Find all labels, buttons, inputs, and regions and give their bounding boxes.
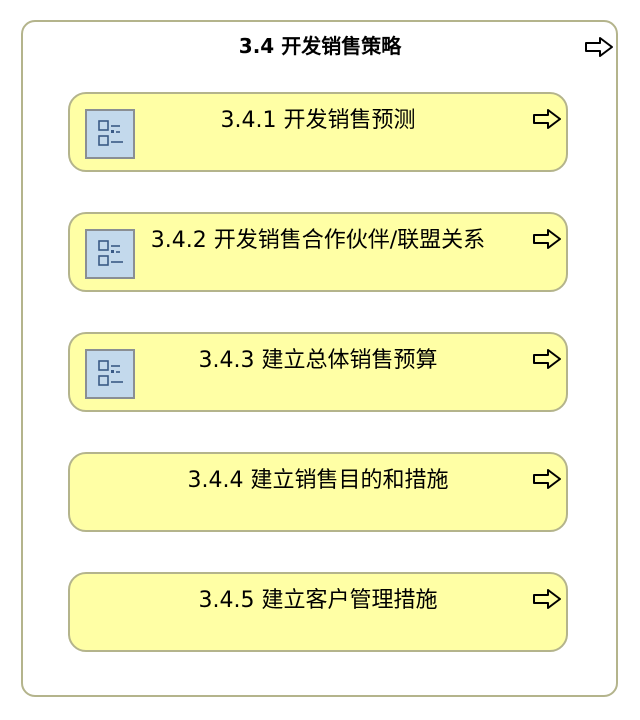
- process-step-card[interactable]: 3.4.4 建立销售目的和措施: [68, 452, 568, 532]
- process-step-card[interactable]: 3.4.2 开发销售合作伙伴/联盟关系: [68, 212, 568, 292]
- process-step-card[interactable]: 3.4.3 建立总体销售预算: [68, 332, 568, 412]
- arrow-right-outline-icon[interactable]: [584, 36, 614, 58]
- process-step-label: 3.4.5 建立客户管理措施: [198, 588, 438, 613]
- checklist-icon: [85, 349, 135, 399]
- arrow-right-outline-icon[interactable]: [532, 108, 562, 130]
- checklist-icon: [85, 229, 135, 279]
- process-step-label: 3.4.1 开发销售预测: [220, 108, 416, 133]
- process-step-label: 3.4.4 建立销售目的和措施: [187, 468, 449, 493]
- arrow-right-outline-icon[interactable]: [532, 468, 562, 490]
- process-step-card[interactable]: 3.4.5 建立客户管理措施: [68, 572, 568, 652]
- process-step-label: 3.4.3 建立总体销售预算: [198, 348, 438, 373]
- arrow-right-outline-icon[interactable]: [532, 228, 562, 250]
- arrow-right-outline-icon[interactable]: [532, 588, 562, 610]
- arrow-right-outline-icon[interactable]: [532, 348, 562, 370]
- checklist-icon: [85, 109, 135, 159]
- process-step-label: 3.4.2 开发销售合作伙伴/联盟关系: [150, 228, 486, 253]
- process-step-card[interactable]: 3.4.1 开发销售预测: [68, 92, 568, 172]
- process-title: 3.4 开发销售策略: [238, 34, 402, 58]
